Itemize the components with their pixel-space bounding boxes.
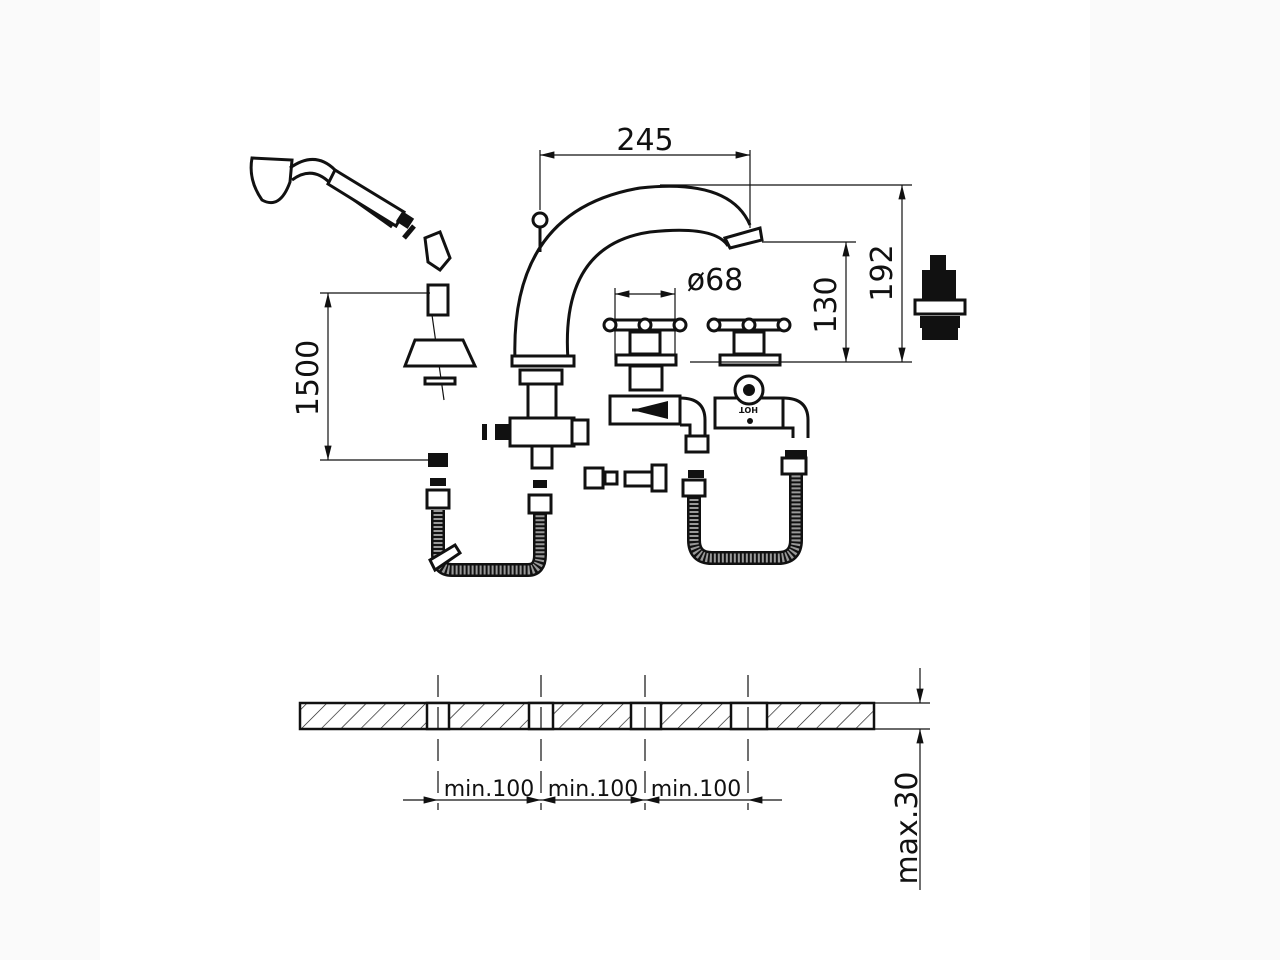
dim-deck-thickness: max.30	[890, 771, 925, 884]
valve-cold	[602, 317, 710, 478]
dim-spacing-3: min.100	[651, 777, 741, 802]
dim-spacing-2: min.100	[548, 777, 638, 802]
hose-right	[687, 475, 803, 565]
deck-section	[298, 668, 930, 890]
fittings	[583, 463, 668, 493]
dim-spacing-1: min.100	[444, 777, 534, 802]
cartridge	[913, 255, 967, 340]
hose-holder	[402, 283, 478, 510]
dim-handle-diameter: ø68	[687, 263, 744, 298]
dim-hose-length: 1500	[291, 340, 326, 416]
spout	[482, 184, 764, 470]
hand-shower	[249, 156, 452, 272]
hot-label: HOT	[739, 405, 758, 414]
dim-spout-height: 130	[809, 276, 844, 333]
dim-spout-reach: 245	[616, 123, 673, 158]
hose-left	[431, 510, 547, 577]
valve-hot: HOT	[706, 317, 810, 476]
dim-total-height: 192	[865, 244, 900, 301]
